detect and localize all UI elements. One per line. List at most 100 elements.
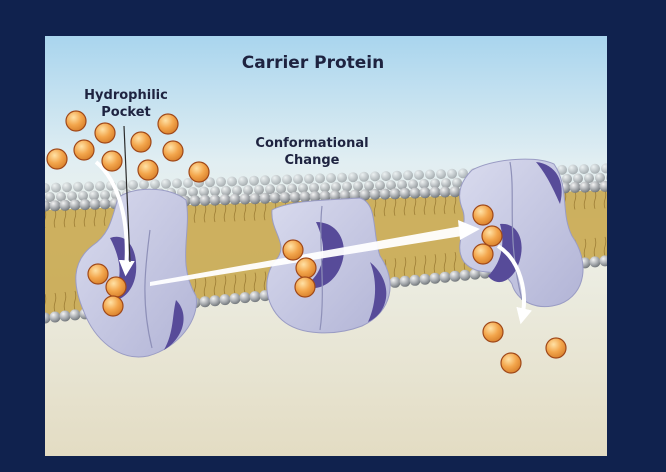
- lipid-head: [389, 188, 401, 200]
- protein-1-seam: [144, 229, 153, 349]
- lipid-head: [232, 185, 242, 196]
- lipid-head: [199, 186, 209, 197]
- lipid-tail: [583, 190, 587, 210]
- lipid-head: [139, 179, 149, 190]
- lipid-head: [249, 291, 261, 303]
- lipid-head: [298, 183, 308, 194]
- lipid-head: [430, 178, 440, 189]
- lipid-tail: [63, 291, 67, 312]
- lipid-head: [205, 177, 215, 188]
- lipid-head: [117, 180, 127, 191]
- lipid-tail: [253, 272, 257, 292]
- lipid-tail: [433, 254, 437, 274]
- lipid-tail: [263, 271, 267, 291]
- lipid-head: [73, 181, 83, 192]
- lipid-tail: [243, 273, 247, 293]
- lipid-head: [271, 174, 281, 185]
- lipid-head: [67, 191, 77, 202]
- lipid-head: [199, 194, 211, 206]
- pocket-label-line2: Pocket: [101, 105, 151, 120]
- lipid-head: [569, 181, 581, 193]
- lipid-head: [449, 186, 461, 198]
- lipid-head: [49, 311, 61, 323]
- molecule: [73, 139, 95, 161]
- molecule: [162, 140, 184, 162]
- protein-2-edge-shade: [368, 262, 387, 322]
- lipid-tail: [203, 204, 207, 223]
- lipid-head: [409, 187, 421, 199]
- lipid-head: [221, 185, 231, 196]
- lipid-head: [51, 182, 61, 193]
- lipid-head: [320, 182, 330, 193]
- lipid-tail: [63, 209, 67, 228]
- lipid-tail: [443, 253, 447, 273]
- molecule-bound: [87, 263, 109, 285]
- lipid-head: [386, 180, 396, 191]
- lipid-head: [439, 271, 451, 283]
- lipid-head: [216, 176, 226, 187]
- lipid-tail: [223, 203, 227, 222]
- lipid-head: [100, 190, 110, 201]
- lipid-tail: [423, 196, 427, 215]
- lipid-head: [590, 163, 600, 174]
- lipid-head: [265, 184, 275, 195]
- lipid-head: [62, 182, 72, 193]
- lipid-head: [414, 169, 424, 180]
- lipid-head: [579, 181, 591, 193]
- molecule: [101, 150, 123, 172]
- lipid-tail: [453, 195, 457, 214]
- lipid-head: [78, 190, 88, 201]
- molecule: [46, 148, 68, 170]
- lipid-head: [389, 276, 401, 288]
- lipid-tail: [73, 208, 77, 228]
- entry-arrow: [94, 160, 135, 277]
- lipid-tail: [393, 258, 397, 278]
- molecule-bound: [105, 276, 127, 298]
- molecule: [188, 161, 210, 183]
- lipid-head: [289, 191, 301, 203]
- lipid-head: [259, 192, 271, 204]
- lipid-tail: [383, 197, 387, 217]
- lipid-tail: [213, 276, 217, 296]
- lipid-tail: [413, 196, 417, 216]
- lipid-head: [45, 183, 50, 193]
- lipid-head: [326, 173, 336, 183]
- lipid-head: [199, 296, 211, 308]
- lipid-tail: [593, 190, 597, 209]
- lipid-tail: [593, 237, 597, 258]
- lipid-head: [229, 293, 241, 305]
- lipid-head: [375, 180, 385, 191]
- lipid-head: [381, 171, 391, 182]
- lipid-head: [447, 168, 457, 179]
- lipid-head: [601, 163, 607, 174]
- exit-arrow: [496, 244, 532, 325]
- lipid-tail: [253, 202, 257, 221]
- lipid-tail: [233, 203, 237, 222]
- transport-arrows: [94, 160, 532, 325]
- molecule-bound: [295, 257, 317, 279]
- lipid-head: [243, 185, 253, 196]
- molecule-released: [500, 352, 522, 374]
- lipid-head: [45, 312, 51, 324]
- lipid-head: [219, 194, 231, 206]
- lipid-head: [409, 274, 421, 286]
- lipid-head: [249, 175, 259, 186]
- lipid-head: [279, 192, 291, 204]
- lipid-head: [419, 273, 431, 285]
- lipid-head: [293, 174, 303, 185]
- protein-1-body: [75, 188, 197, 358]
- lipid-tail: [583, 238, 587, 259]
- lipid-head: [595, 172, 605, 183]
- molecule: [94, 122, 116, 144]
- lipid-tail: [393, 197, 397, 216]
- lipid-tail: [453, 252, 457, 272]
- lipid-head: [589, 256, 601, 268]
- lipid-tail: [83, 208, 87, 227]
- carrier-protein-open-inside: [459, 158, 584, 308]
- lipid-head: [599, 180, 607, 192]
- lipid-head: [209, 194, 221, 206]
- lipid-head: [315, 173, 325, 184]
- lipid-head: [219, 294, 231, 306]
- lipid-head: [419, 178, 429, 189]
- lipid-tail: [203, 277, 207, 297]
